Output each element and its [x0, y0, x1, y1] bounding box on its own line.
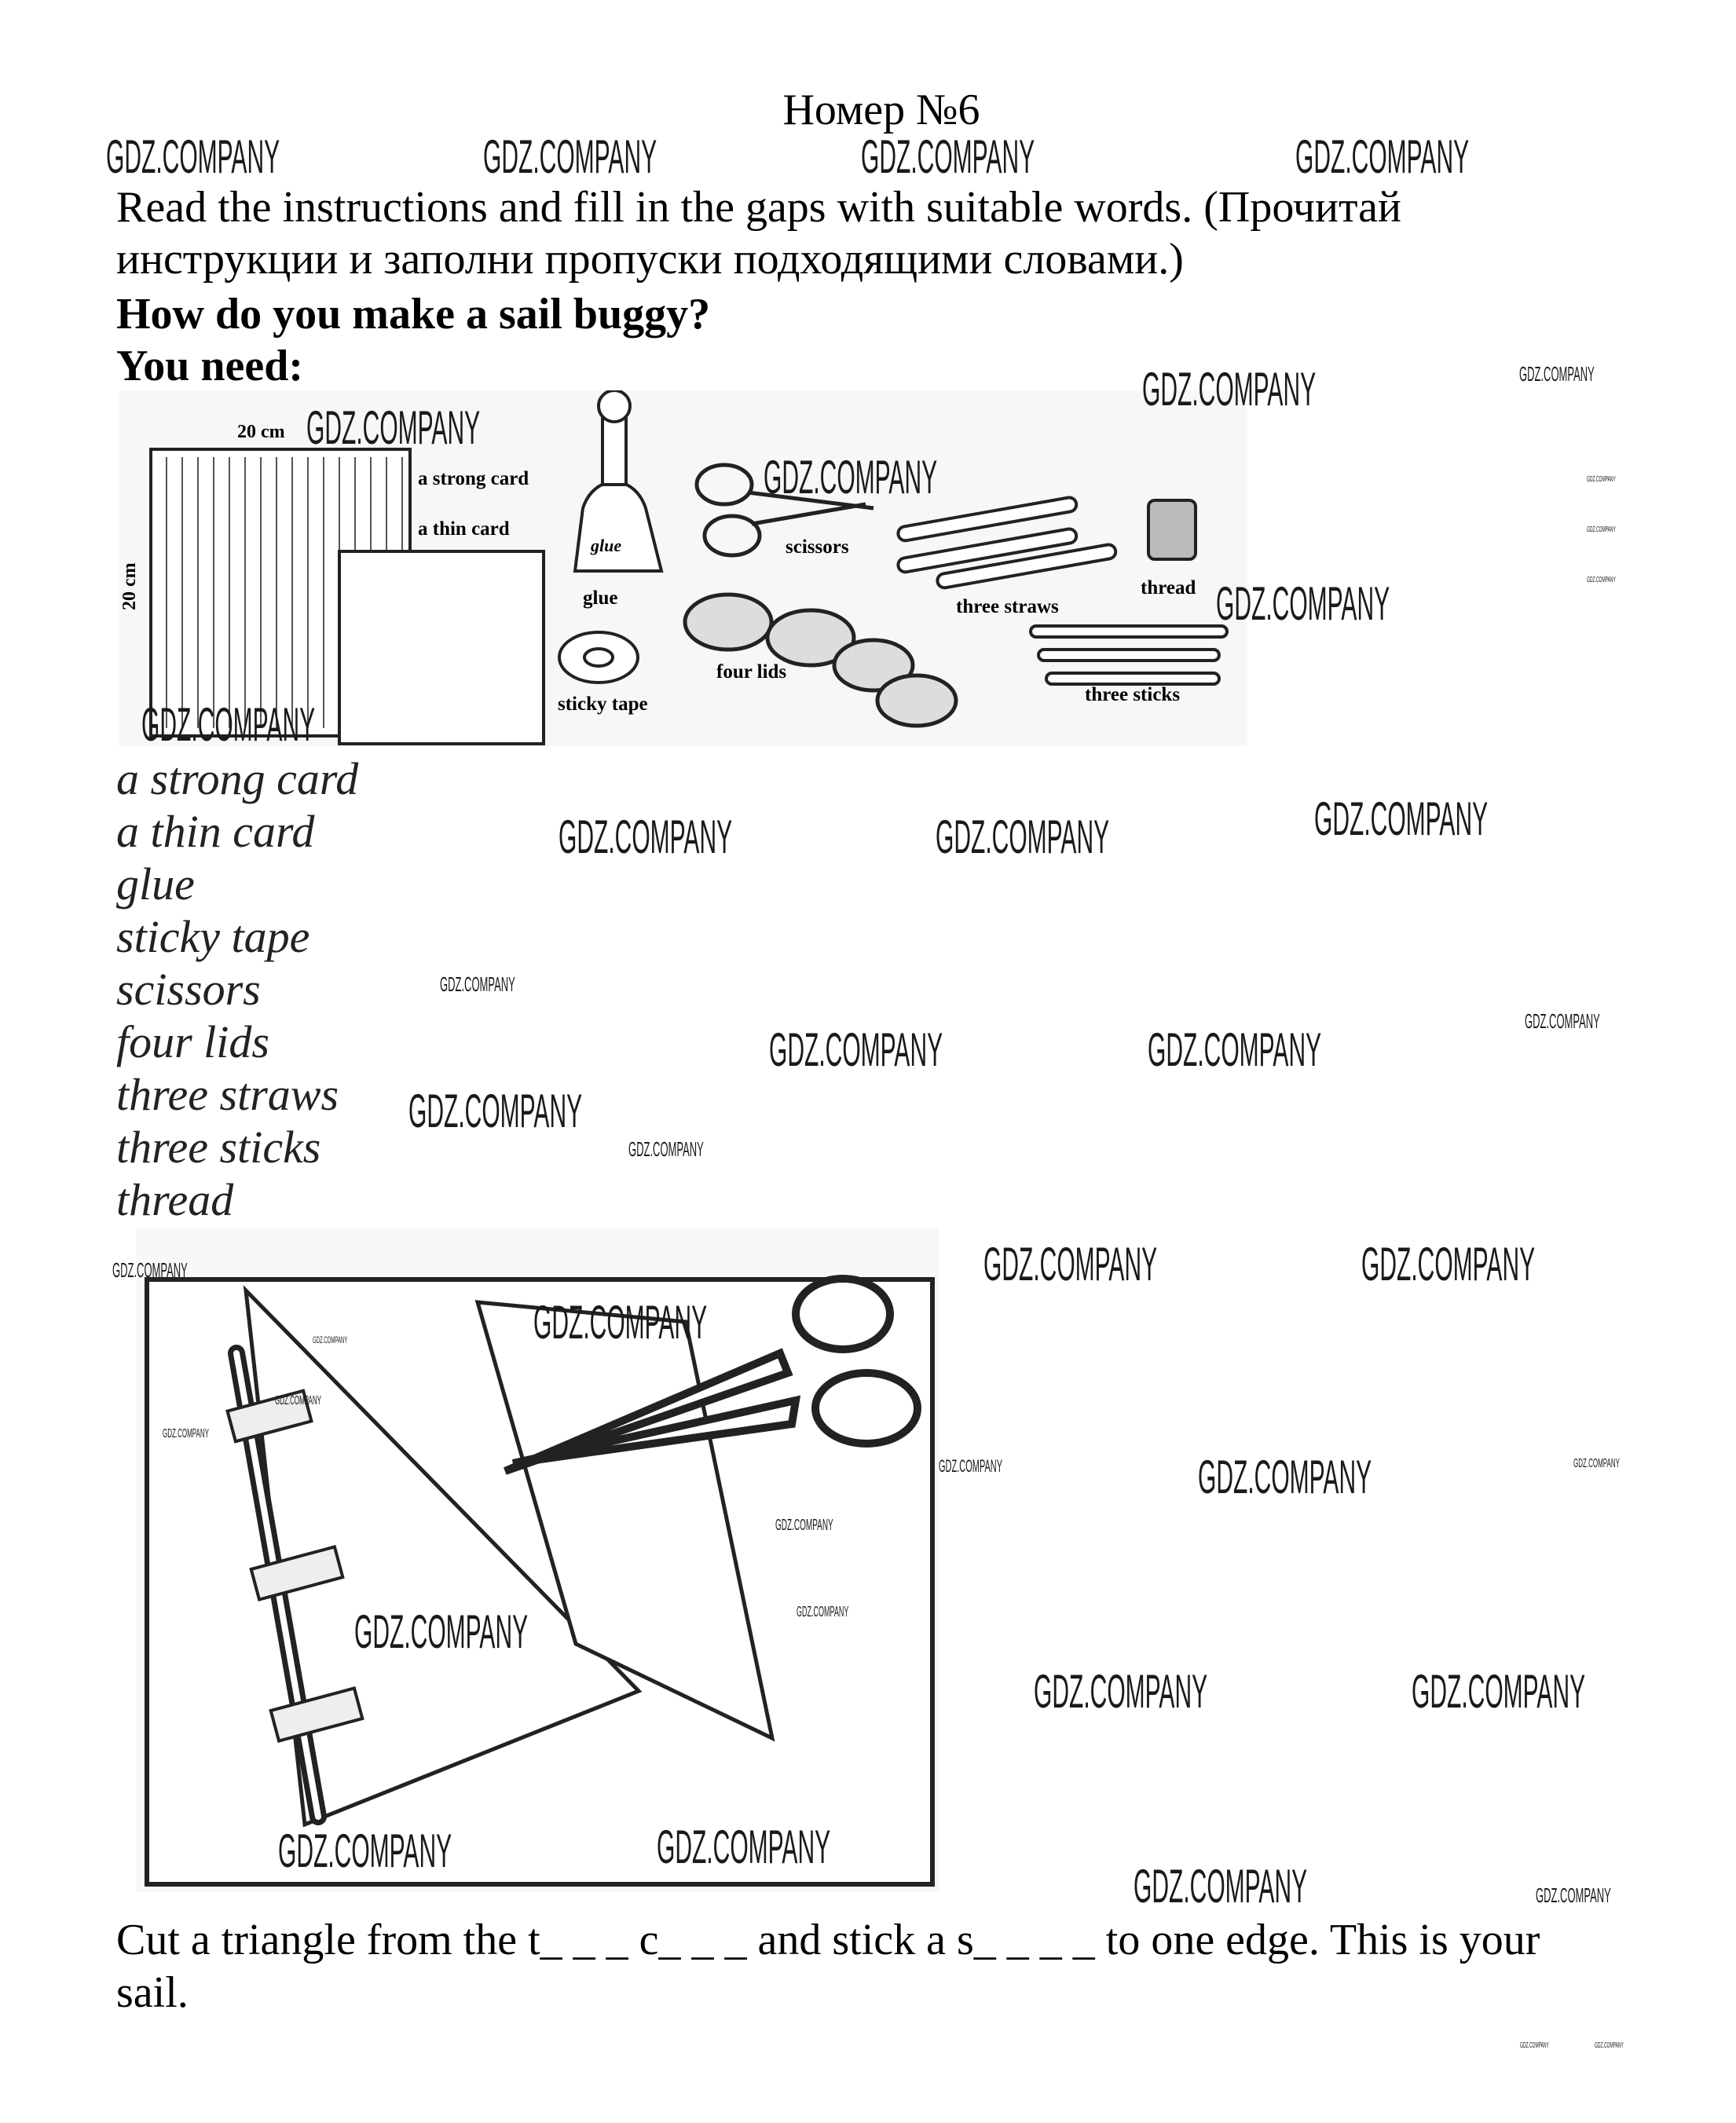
- watermark-text: GDZ.COMPANY: [1536, 1883, 1611, 1907]
- sticky-tape-image: [558, 631, 639, 684]
- list-item: three straws: [116, 1069, 339, 1120]
- watermark-text: GDZ.COMPANY: [861, 130, 1035, 183]
- thread-image: [1147, 499, 1197, 561]
- watermark-text: GDZ.COMPANY: [1198, 1451, 1372, 1503]
- strong-card-label: a strong card: [418, 468, 529, 489]
- watermark-text: GDZ.COMPANY: [408, 1085, 583, 1137]
- glue-bottle-label: glue: [590, 536, 621, 555]
- list-item: a thin card: [116, 806, 315, 857]
- watermark-text: GDZ.COMPANY: [1587, 475, 1616, 484]
- list-item: scissors: [116, 964, 261, 1015]
- exercise-sentence-line-2: sail.: [116, 1968, 189, 2017]
- watermark-text: GDZ.COMPANY: [939, 1456, 1003, 1476]
- three-straws-label: three straws: [956, 596, 1059, 617]
- instructions-line-1: Read the instructions and fill in the ga…: [116, 183, 1401, 232]
- size-side-label: 20 cm: [119, 562, 140, 610]
- watermark-text: GDZ.COMPANY: [559, 811, 733, 863]
- thin-card-label: a thin card: [418, 518, 510, 540]
- watermark-text: GDZ.COMPANY: [1573, 1457, 1620, 1470]
- glue-image: [573, 390, 664, 573]
- watermark-text: GDZ.COMPANY: [1587, 525, 1616, 534]
- sticky-tape-label: sticky tape: [558, 694, 648, 715]
- size-top-label: 20 cm: [237, 422, 285, 442]
- list-item: thread: [116, 1174, 234, 1225]
- watermark-text: GDZ.COMPANY: [440, 972, 515, 996]
- three-sticks-label: three sticks: [1085, 684, 1180, 705]
- straws-image: [896, 496, 1118, 590]
- thread-label: thread: [1141, 577, 1196, 598]
- watermark-text: GDZ.COMPANY: [1412, 1665, 1586, 1718]
- watermark-text: GDZ.COMPANY: [1587, 576, 1616, 584]
- list-item: sticky tape: [116, 911, 310, 962]
- lids-image: [683, 592, 958, 728]
- four-lids-label: four lids: [716, 661, 786, 683]
- watermark-text: GDZ.COMPANY: [1520, 2041, 1549, 2050]
- sticks-image: [1029, 624, 1229, 686]
- instructions-line-2: инструкции и заполни пропуски подходящим…: [116, 235, 1184, 284]
- sail-illustration: [136, 1228, 939, 1892]
- scissors-image: [694, 463, 874, 558]
- watermark-text: GDZ.COMPANY: [769, 1023, 943, 1076]
- watermark-text: GDZ.COMPANY: [1519, 362, 1595, 386]
- glue-label: glue: [583, 587, 617, 609]
- list-item: a strong card: [116, 753, 359, 804]
- page-title: Номер №6: [782, 86, 980, 134]
- watermark-text: GDZ.COMPANY: [106, 130, 280, 183]
- watermark-text: GDZ.COMPANY: [483, 130, 657, 183]
- scissors-label: scissors: [786, 536, 849, 558]
- watermark-text: GDZ.COMPANY: [1148, 1023, 1322, 1076]
- list-item: glue: [116, 858, 195, 910]
- you-need-heading: You need:: [116, 342, 304, 390]
- exercise-sentence-line-1: Cut a triangle from the t_ _ _ c_ _ _ an…: [116, 1916, 1540, 1964]
- tape-strips: [225, 1389, 364, 1744]
- thin-card-image: [338, 550, 545, 745]
- list-item: four lids: [116, 1016, 269, 1067]
- watermark-text: GDZ.COMPANY: [1134, 1860, 1308, 1913]
- watermark-text: GDZ.COMPANY: [1295, 130, 1470, 183]
- watermark-text: GDZ.COMPANY: [1034, 1665, 1208, 1718]
- watermark-text: GDZ.COMPANY: [1314, 792, 1489, 845]
- question-heading: How do you make a sail buggy?: [116, 290, 711, 339]
- watermark-text: GDZ.COMPANY: [1361, 1238, 1536, 1290]
- scissors-image-2: [504, 1275, 921, 1475]
- watermark-text: GDZ.COMPANY: [936, 811, 1110, 863]
- materials-illustration: glue 20 cm 20 cm a strong card a thin ca…: [119, 390, 1247, 746]
- watermark-text: GDZ.COMPANY: [628, 1137, 704, 1161]
- watermark-text: GDZ.COMPANY: [1595, 2041, 1624, 2050]
- cut-card-piece: [474, 1300, 775, 1742]
- watermark-text: GDZ.COMPANY: [1525, 1009, 1600, 1033]
- list-item: three sticks: [116, 1122, 321, 1173]
- watermark-text: GDZ.COMPANY: [983, 1238, 1158, 1290]
